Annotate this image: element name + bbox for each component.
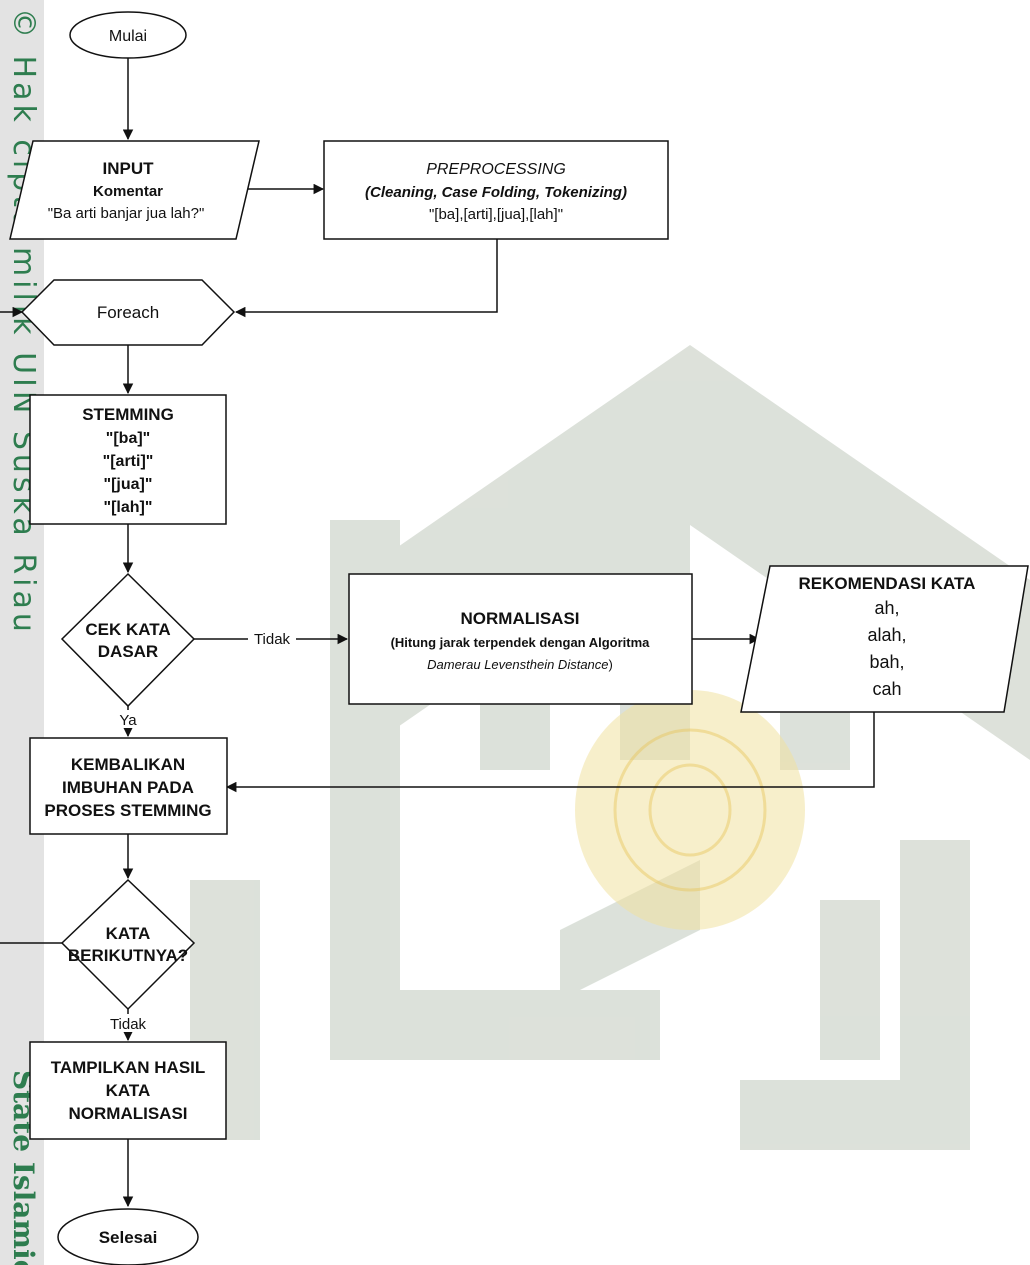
stemming-token-3: "[jua]" [104,476,153,493]
cek-kata-dasar-node: CEK KATA DASAR [60,572,196,708]
kembalikan-node: KEMBALIKAN IMBUHAN PADA PROSES STEMMING [29,737,228,835]
end-label: Selesai [99,1228,158,1247]
rekomendasi-item: alah, [867,625,906,645]
tampilkan-line2: KATA [106,1081,151,1100]
input-subtitle: Komentar [93,183,163,200]
stemming-title: STEMMING [82,405,174,424]
tampilkan-node: TAMPILKAN HASIL KATA NORMALISASI [29,1041,227,1140]
preprocessing-node: PREPROCESSING (Cleaning, Case Folding, T… [323,140,669,240]
foreach-label: Foreach [97,303,159,322]
kembalikan-line1: KEMBALIKAN [71,755,185,774]
edge-label-ya: Ya [119,712,137,729]
preprocessing-title: PREPROCESSING [426,161,566,178]
kata-berikutnya-line1: KATA [106,924,151,943]
input-title: INPUT [103,159,155,178]
cek-kata-dasar-line2: DASAR [98,642,158,661]
edge-preprocessing-foreach [234,239,498,318]
cek-kata-dasar-line1: CEK KATA [85,620,170,639]
normalisasi-algorithm-close: ) [609,657,613,672]
preprocessing-steps: (Cleaning, Case Folding, Tokenizing) [365,184,627,201]
stemming-token-2: "[arti]" [103,453,154,470]
kata-berikutnya-line2: BERIKUTNYA? [68,946,188,965]
edge-label-tidak-tampilkan: Tidak [110,1016,147,1033]
start-label: Mulai [109,28,147,45]
input-value: "Ba arti banjar jua lah?" [48,205,205,222]
rekomendasi-node: REKOMENDASI KATA ah, alah, bah, cah [740,565,1029,713]
normalisasi-algorithm: Damerau Levensthein Distance) [427,657,613,672]
rekomendasi-item: ah, [874,598,899,618]
normalisasi-title: NORMALISASI [461,609,580,628]
normalisasi-node: NORMALISASI (Hitung jarak terpendek deng… [348,573,693,705]
rekomendasi-item: cah [872,679,901,699]
tampilkan-line1: TAMPILKAN HASIL [51,1058,206,1077]
rekomendasi-item: bah, [869,652,904,672]
kata-berikutnya-node: KATA BERIKUTNYA? [60,878,196,1011]
normalisasi-desc: (Hitung jarak terpendek dengan Algoritma [391,635,651,650]
kembalikan-line3: PROSES STEMMING [44,801,211,820]
kembalikan-line2: IMBUHAN PADA [62,778,194,797]
normalisasi-algorithm-name: Damerau Levensthein Distance [427,657,608,672]
stemming-token-4: "[lah]" [104,499,153,516]
stemming-node: STEMMING "[ba]" "[arti]" "[jua]" "[lah]" [29,394,227,525]
end-node: Selesai [57,1208,199,1265]
tampilkan-line3: NORMALISASI [69,1104,188,1123]
edge-label-tidak-normalisasi: Tidak [254,631,291,648]
input-node: INPUT Komentar "Ba arti banjar jua lah?" [9,140,260,240]
start-node: Mulai [69,11,187,59]
rekomendasi-title: REKOMENDASI KATA [799,574,976,593]
edge-rekomendasi-kembalikan [225,712,875,793]
stemming-token-1: "[ba]" [106,430,151,447]
watermark-logo-center [575,690,805,930]
flow-edges [0,58,875,1208]
foreach-node: Foreach [20,279,236,346]
preprocessing-tokens: "[ba],[arti],[jua],[lah]" [429,206,563,223]
